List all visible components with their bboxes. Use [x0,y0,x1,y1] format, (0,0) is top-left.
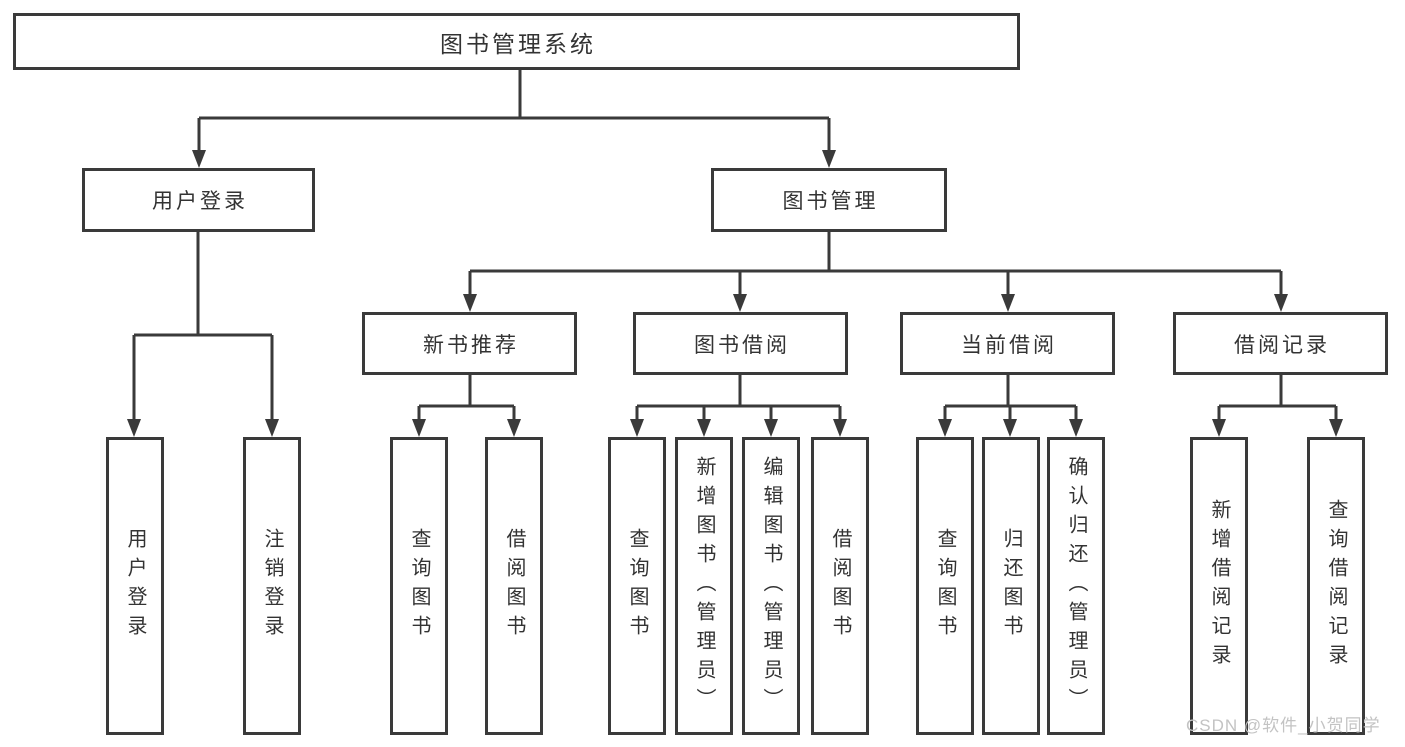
node-new-book-recommend: 新书推荐 [362,312,577,375]
node-current-borrow-label: 当前借阅 [961,333,1057,357]
leaf-borrow-books: 借阅图书 [811,437,869,735]
leaf-borrow-books-recommend: 借阅图书 [485,437,543,735]
node-book-management-label: 图书管理 [782,190,879,213]
csdn-watermark: CSDN @软件_小贺同学 [1186,716,1381,735]
leaf-query-books-borrow-label: 查询图书 [626,528,648,644]
leaf-query-borrow-record: 查询借阅记录 [1307,437,1365,735]
leaf-query-books-current-label: 查询图书 [934,528,956,644]
node-user-login: 用户登录 [82,168,315,232]
node-borrow-records: 借阅记录 [1173,312,1388,375]
leaf-add-book-admin-label: 新增图书（管理员） [693,455,715,717]
leaf-logout: 注销登录 [243,437,301,735]
leaf-add-borrow-record-label: 新增借阅记录 [1208,499,1230,673]
leaf-query-books-recommend-label: 查询图书 [408,528,430,644]
leaf-add-book-admin: 新增图书（管理员） [675,437,733,735]
leaf-borrow-books-label: 借阅图书 [829,528,851,644]
leaf-return-book-label: 归还图书 [1000,528,1022,644]
leaf-borrow-books-recommend-label: 借阅图书 [503,528,525,644]
arrowheads [127,150,1343,437]
leaf-query-borrow-record-label: 查询借阅记录 [1325,499,1347,673]
node-user-login-label: 用户登录 [152,190,248,213]
leaf-query-books-borrow: 查询图书 [608,437,666,735]
node-new-book-recommend-label: 新书推荐 [423,333,519,357]
leaf-edit-book-admin: 编辑图书（管理员） [742,437,800,735]
leaf-confirm-return-admin-label: 确认归还（管理员） [1065,455,1087,717]
node-book-borrow: 图书借阅 [633,312,848,375]
leaf-logout-label: 注销登录 [261,528,283,644]
leaf-edit-book-admin-label: 编辑图书（管理员） [760,455,782,717]
node-library-system: 图书管理系统 [13,13,1020,70]
leaf-query-books-recommend: 查询图书 [390,437,448,735]
leaf-user-login: 用户登录 [106,437,164,735]
leaf-user-login-label: 用户登录 [124,528,146,644]
node-book-management: 图书管理 [711,168,947,232]
node-book-borrow-label: 图书借阅 [694,333,790,357]
leaf-add-borrow-record: 新增借阅记录 [1190,437,1248,735]
node-library-system-label: 图书管理系统 [440,30,596,57]
node-borrow-records-label: 借阅记录 [1234,333,1330,357]
leaf-return-book: 归还图书 [982,437,1040,735]
leaf-confirm-return-admin: 确认归还（管理员） [1047,437,1105,735]
node-current-borrow: 当前借阅 [900,312,1115,375]
leaf-query-books-current: 查询图书 [916,437,974,735]
